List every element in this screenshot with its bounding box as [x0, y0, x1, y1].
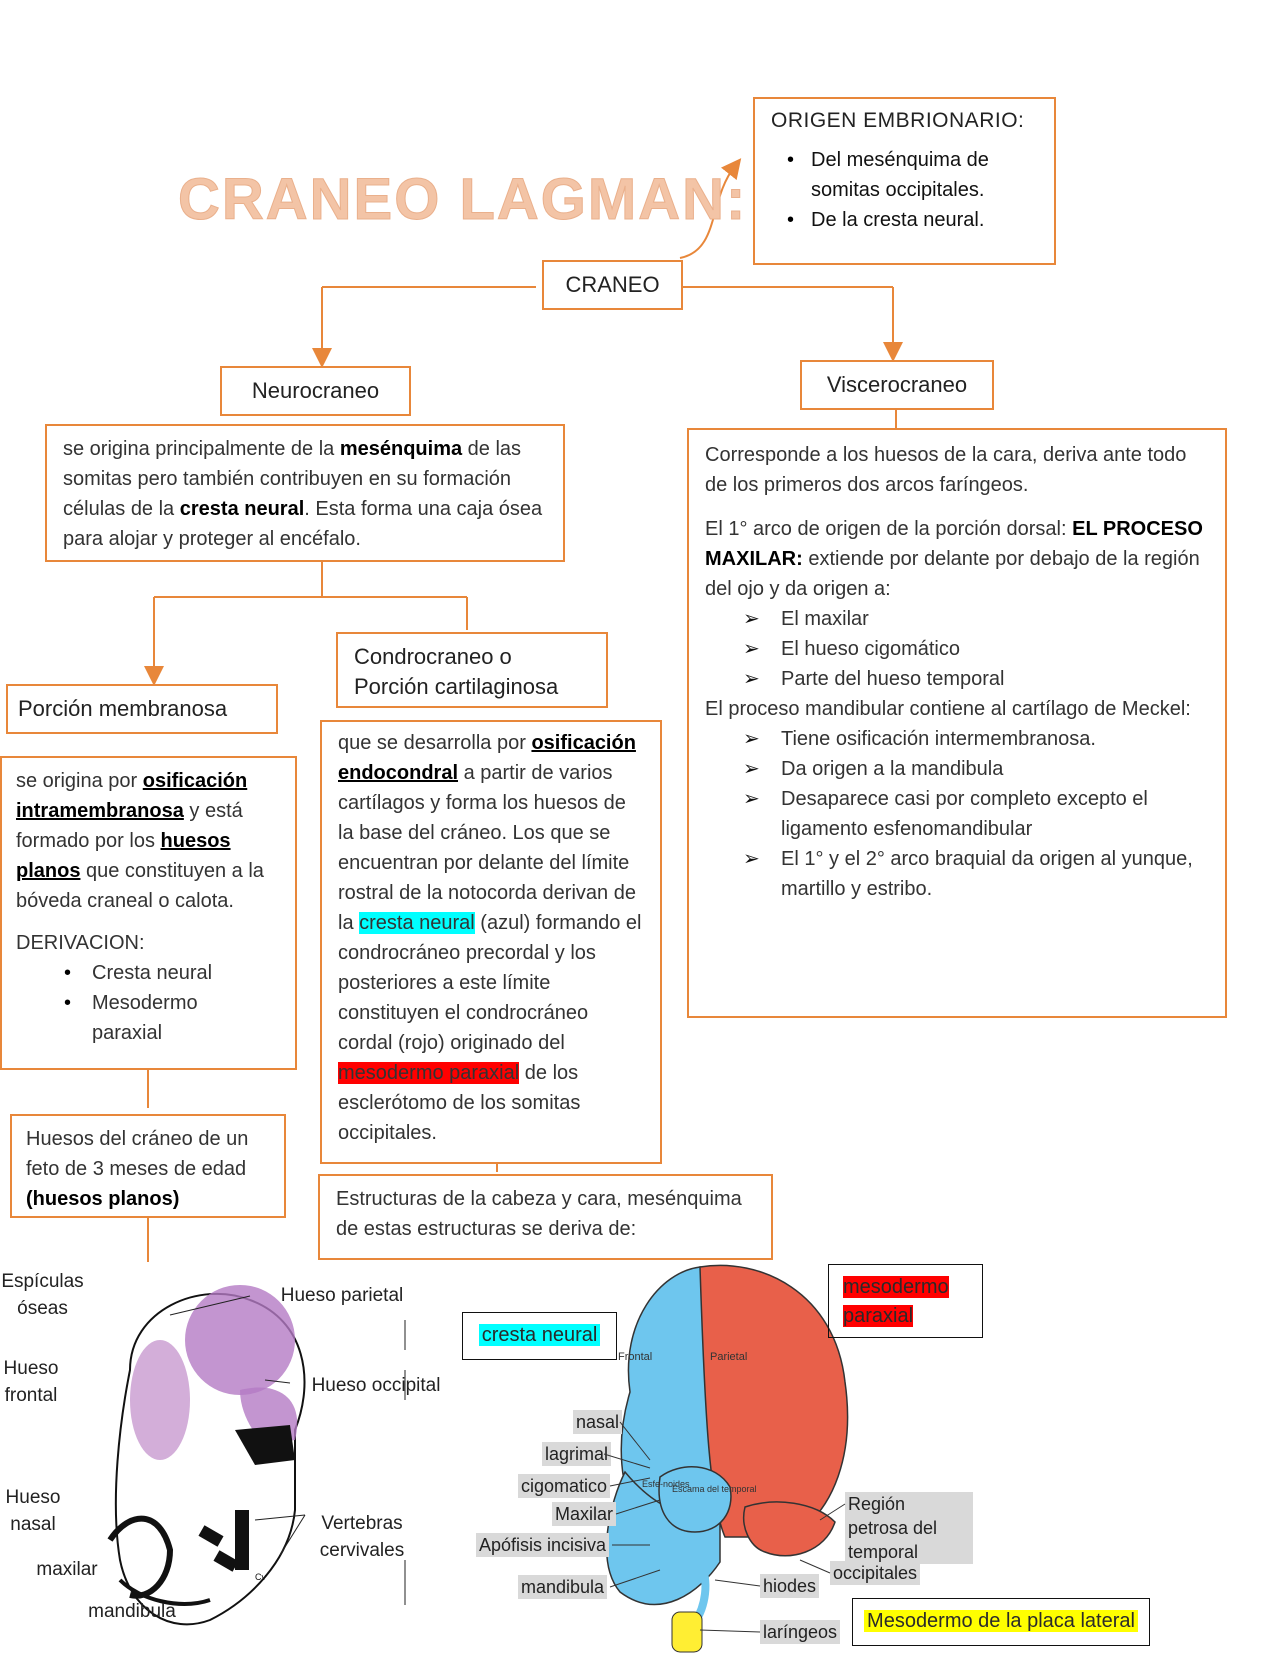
keyword: mesénquima [339, 438, 463, 460]
mandibular-text: El proceso mandibular contiene al cartíl… [705, 698, 1191, 720]
keyword: cresta neural [179, 498, 305, 520]
legend-mesodermo-lateral: Mesodermo de la placa lateral [852, 1598, 1150, 1646]
membranosa-heading: Porción membranosa [18, 696, 228, 721]
condrocraneo-box: que se desarrolla por osificación endoco… [320, 720, 662, 1164]
label-mandibula: mandibula [88, 1601, 176, 1622]
esfenoides-text: Esfe-noides [642, 1479, 690, 1489]
label-hueso-nasal: Hueso nasal [5, 1487, 61, 1535]
label-nasal: nasal [573, 1410, 623, 1434]
origen-item: Del mesénquima de somitas occipitales. [771, 145, 1038, 205]
highlight-mesodermo-paraxial: mesodermo paraxial [338, 1062, 520, 1084]
membranosa-box: se origina por osificación intramembrano… [0, 756, 297, 1070]
viscerocraneo-intro: Corresponde a los huesos de la cara, der… [705, 444, 1187, 496]
parietal-text: Parietal [710, 1351, 747, 1363]
keyword: EL PROCESO MAXILAR: [705, 518, 1203, 570]
text: extiende por delante por debajo de la re… [705, 548, 1200, 600]
viscerocraneo-box: Corresponde a los huesos de la cara, der… [687, 428, 1227, 1018]
keyword: huesos planos [16, 830, 231, 882]
label-lagrimal: lagrimal [542, 1442, 612, 1466]
label-laringeos: laríngeos [760, 1620, 841, 1644]
legend-meso-text: mesodermo paraxial [843, 1276, 949, 1327]
colored-skull-illustration: Frontal Parietal Esfe-noides Escama del … [605, 1264, 849, 1653]
origen-box: ORIGEN EMBRIONARIO: Del mesénquima de so… [753, 97, 1056, 265]
fetal-skull-illustration: Cv [107, 1285, 306, 1626]
text: se origina principalmente de la [63, 438, 340, 460]
list-item: El hueso cigomático [705, 634, 1209, 664]
text: de las somitas pero también contribuyen … [63, 438, 522, 520]
neurocraneo-box: se origina principalmente de la mesénqui… [45, 424, 565, 562]
label-hueso-occipital: Hueso occipital [311, 1375, 441, 1396]
list-item: Parte del hueso temporal [705, 664, 1209, 694]
escama-text: Escama del temporal [672, 1484, 757, 1494]
label-espiculas: Espículas óseas [1, 1271, 84, 1319]
text: que se desarrolla por [338, 732, 532, 754]
legend-mesodermo-paraxial: mesodermo paraxial [828, 1264, 983, 1338]
frontal-text: Frontal [618, 1351, 652, 1363]
estructuras-box: Estructuras de la cabeza y cara, mesénqu… [318, 1174, 773, 1260]
label-cigomatico: cigomatico [518, 1474, 611, 1498]
keyword: osificación endocondral [338, 732, 636, 784]
list-item: Mesodermo paraxial [16, 988, 202, 1048]
list-item: Cresta neural [16, 958, 281, 988]
craneo-box: CRANEO [542, 260, 683, 310]
list-item: El maxilar [705, 604, 1209, 634]
label-apofisis: Apófisis incisiva [476, 1533, 610, 1557]
list-item: El 1° y el 2° arco braquial da origen al… [705, 844, 1209, 904]
legend-cresta-text: cresta neural [478, 1324, 601, 1346]
keyword: (huesos planos) [26, 1188, 180, 1210]
condrocraneo-heading-box: Condrocraneo o Porción cartilaginosa [336, 632, 608, 708]
craneo-label: CRANEO [565, 272, 660, 297]
legend-lateral-text: Mesodermo de la placa lateral [864, 1610, 1138, 1632]
origen-heading: ORIGEN EMBRIONARIO: [771, 109, 1025, 132]
viscerocraneo-heading: Viscerocraneo [826, 372, 968, 397]
text: . Esta forma una caja ósea para alojar y… [63, 498, 543, 550]
membranosa-heading-box: Porción membranosa [6, 684, 278, 734]
derivacion-label: DERIVACION: [16, 932, 145, 954]
feto-box: Huesos del cráneo de un feto de 3 meses … [10, 1114, 286, 1218]
origen-item: De la cresta neural. [771, 205, 1038, 235]
label-mandibula: mandibula [518, 1575, 608, 1599]
list-item: Tiene osificación intermembranosa. [705, 724, 1209, 754]
text: y está formado por los [16, 800, 243, 852]
label-hueso-parietal: Hueso parietal [280, 1285, 404, 1306]
neurocraneo-heading: Neurocraneo [251, 378, 380, 403]
label-hiodes: hiodes [760, 1574, 820, 1598]
keyword: osificación intramembranosa [16, 770, 248, 822]
neurocraneo-heading-box: Neurocraneo [220, 366, 411, 416]
text: (azul) formando el condrocráneo precorda… [338, 912, 642, 1054]
label-occipitales: occipitales [830, 1561, 921, 1585]
highlight-cresta-neural: cresta neural [359, 912, 475, 934]
cv-mark: Cv [255, 1572, 266, 1582]
estructuras-text: Estructuras de la cabeza y cara, mesénqu… [336, 1188, 742, 1240]
label-maxilar: maxilar [36, 1559, 98, 1580]
label-maxilar: Maxilar [552, 1502, 617, 1526]
viscerocraneo-heading-box: Viscerocraneo [800, 360, 994, 410]
condrocraneo-heading: Condrocraneo o Porción cartilaginosa [354, 644, 559, 699]
text: se origina por [16, 770, 143, 792]
text: que constituyen a la bóveda craneal o ca… [16, 860, 264, 912]
text: a partir de varios cartílagos y forma lo… [338, 762, 636, 934]
label-region-petrosa: Región petrosa del temporal [845, 1492, 973, 1564]
page-title: CRANEO LAGMAN: [177, 167, 748, 233]
text: Huesos del cráneo de un feto de 3 meses … [26, 1128, 249, 1180]
list-item: Desaparece casi por completo excepto el … [705, 784, 1209, 844]
legend-cresta-neural: cresta neural [462, 1312, 617, 1360]
text: de los esclerótomo de los somitas occipi… [338, 1062, 581, 1144]
label-hueso-frontal: Hueso frontal [3, 1358, 59, 1406]
label-vertebras: Vertebras cervivales [319, 1513, 405, 1561]
list-item: Da origen a la mandibula [705, 754, 1209, 784]
text: El 1° arco de origen de la porción dorsa… [705, 518, 1073, 540]
